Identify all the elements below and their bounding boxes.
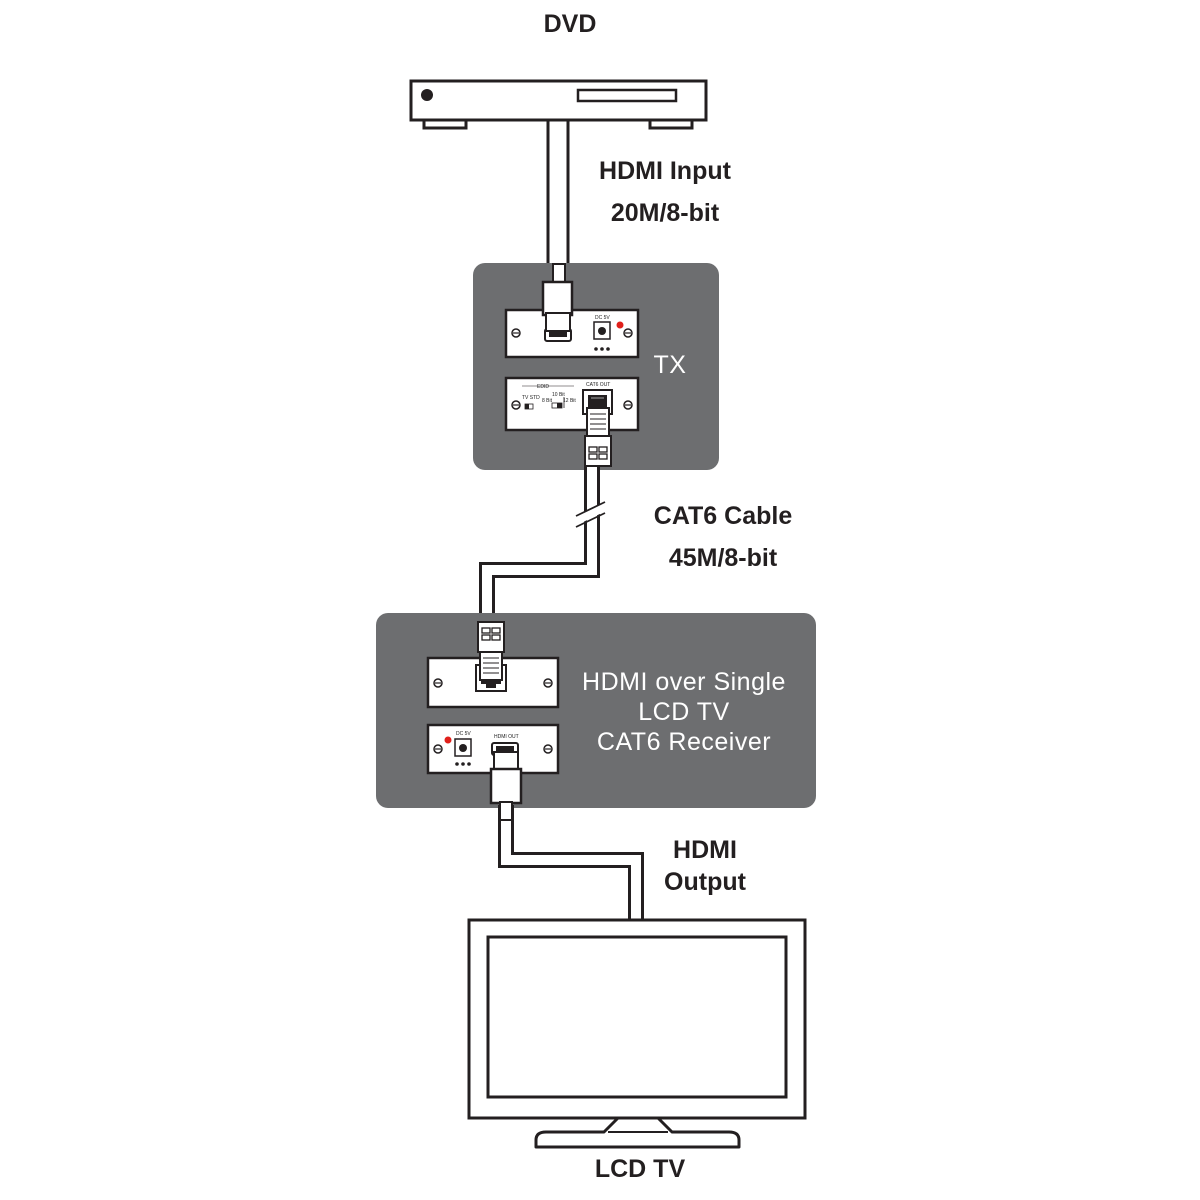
tx-12bit-label: 12 Bit xyxy=(563,398,576,404)
tx-edid-label: EDID xyxy=(537,384,549,390)
hdmi-input-line2: 20M/8-bit xyxy=(610,199,720,227)
rj45-plug-tx xyxy=(584,407,612,467)
dvd-label: DVD xyxy=(543,10,597,38)
hdmi-plug-tx xyxy=(541,263,574,332)
hdmi-input-line1: HDMI Input xyxy=(599,157,731,185)
tx-tvstd-label: TV STD xyxy=(522,395,540,401)
receiver-line2: LCD TV xyxy=(638,698,730,726)
hdmi-plug-rx xyxy=(489,751,523,821)
tx-box xyxy=(473,263,719,470)
tx-10bit-label: 10 Bit xyxy=(552,392,565,398)
tx-8bit-label: 8 Bit xyxy=(542,398,553,404)
hdmi-input-cable xyxy=(546,118,570,268)
hdmi-output-cable xyxy=(498,805,644,922)
rx-dc-label: DC 5V xyxy=(456,731,471,737)
rj45-plug-rx xyxy=(477,621,505,681)
hdmi-input-label: HDMI Input 20M/8-bit xyxy=(570,155,760,229)
rx-hdmiout-label: HDMI OUT xyxy=(494,734,519,740)
tx-label: TX xyxy=(653,351,687,379)
receiver-label: HDMI over Single LCD TV CAT6 Receiver xyxy=(566,667,802,757)
cat6-cable xyxy=(479,465,607,625)
receiver-line3: CAT6 Receiver xyxy=(596,728,772,756)
cat6-line1: CAT6 Cable xyxy=(653,502,793,530)
cat6-cable-label: CAT6 Cable 45M/8-bit xyxy=(618,500,828,574)
tx-cat6out-label: CAT6 OUT xyxy=(586,382,610,388)
tx-dc-label: DC 5V xyxy=(595,315,610,321)
hdmi-output-label: HDMI Output xyxy=(645,834,765,898)
receiver-line1: HDMI over Single xyxy=(582,668,786,696)
lcd-tv-label: LCD TV xyxy=(594,1155,686,1183)
lcd-tv-icon xyxy=(467,918,807,1149)
cat6-line2: 45M/8-bit xyxy=(668,544,778,572)
hdmi-output-line2: Output xyxy=(664,868,746,896)
hdmi-output-line1: HDMI xyxy=(673,836,737,864)
